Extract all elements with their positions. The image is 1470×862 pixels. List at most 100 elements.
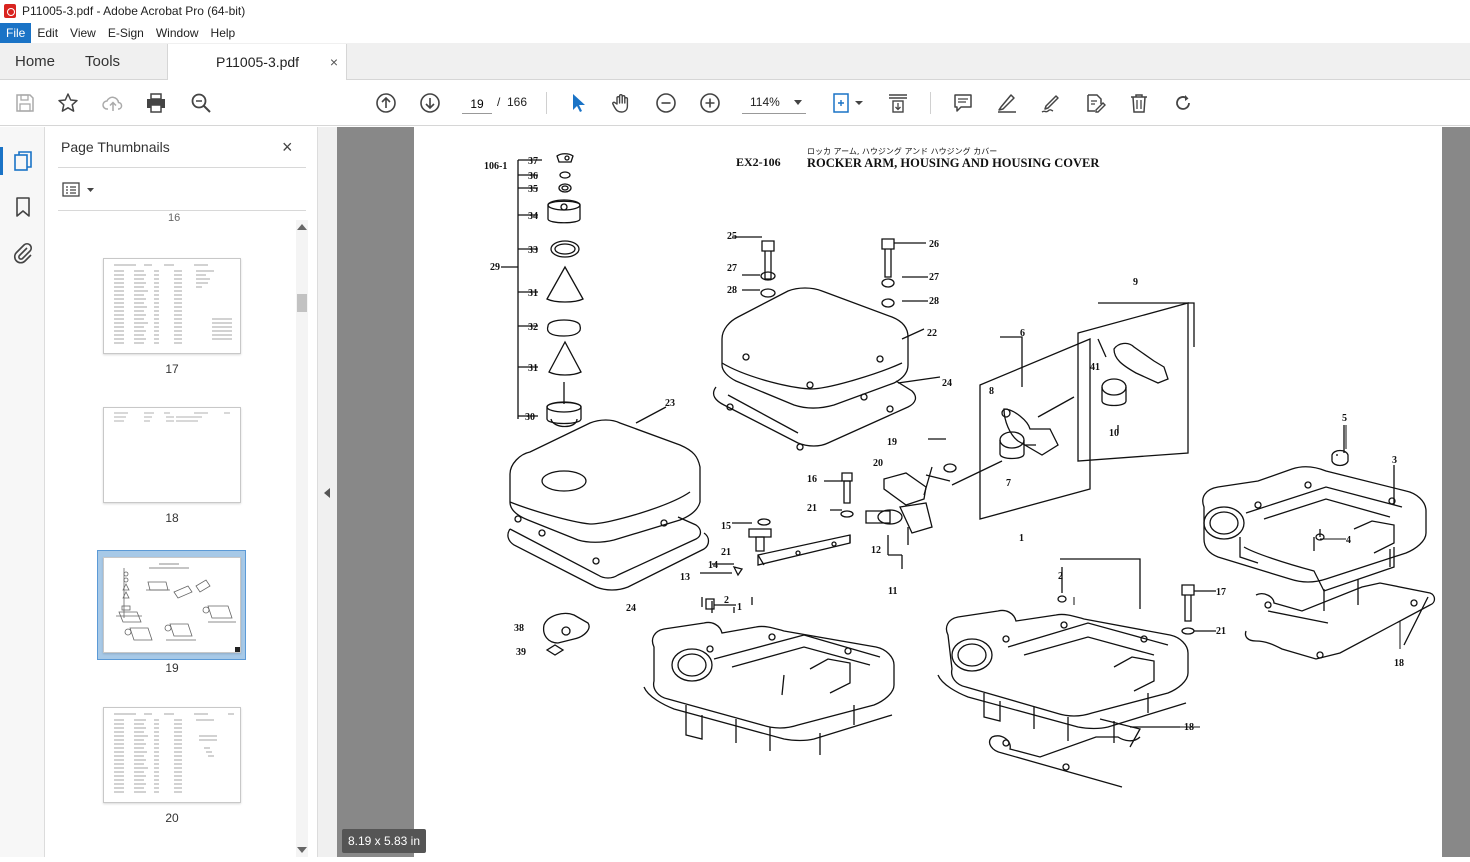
thumbnail-options-button[interactable] — [62, 181, 98, 199]
part-number: 25 — [727, 231, 737, 242]
menu-esign[interactable]: E-Sign — [107, 25, 144, 40]
page-thumbnails-panel: Page Thumbnails × 16 — [46, 127, 318, 857]
print-icon[interactable] — [144, 91, 168, 115]
edit-pdf-icon[interactable] — [1083, 91, 1107, 115]
highlight-pen-icon[interactable] — [995, 91, 1019, 115]
menu-bar: File Edit View E-Sign Window Help — [0, 22, 1470, 43]
part-number: 29 — [490, 262, 500, 273]
tab-close-icon[interactable]: × — [329, 54, 339, 70]
part-number: 10 — [1109, 428, 1119, 439]
zoom-level-value: 114% — [750, 95, 780, 109]
page-size-indicator: 8.19 x 5.83 in — [342, 829, 426, 853]
scrollbar-thumb[interactable] — [297, 294, 307, 312]
tab-document[interactable]: P11005-3.pdf × — [167, 44, 348, 80]
menu-view[interactable]: View — [70, 25, 96, 40]
comment-icon[interactable] — [951, 91, 975, 115]
panel-collapse-handle[interactable] — [318, 127, 337, 857]
part-number: 31 — [528, 288, 538, 299]
zoom-in-icon[interactable] — [698, 91, 722, 115]
part-number: 9 — [1133, 277, 1138, 288]
panel-divider — [58, 210, 306, 211]
part-number: 37 — [528, 156, 538, 167]
part-number: 28 — [929, 296, 939, 307]
panel-divider — [58, 167, 306, 168]
toolbar: / 166 114% — [0, 80, 1470, 126]
attachments-paperclip-icon[interactable] — [11, 241, 35, 265]
menu-edit[interactable]: Edit — [37, 25, 59, 40]
next-page-icon[interactable] — [418, 91, 442, 115]
part-number: 22 — [927, 328, 937, 339]
scroll-mode-icon[interactable] — [886, 91, 910, 115]
thumbnail-page-20[interactable] — [103, 707, 241, 803]
thumbnail-page-18[interactable] — [103, 407, 241, 503]
diagram-code: EX2-106 — [736, 155, 781, 169]
page-thumbnails-icon[interactable] — [0, 147, 35, 175]
part-number: 20 — [873, 458, 883, 469]
part-number: 39 — [516, 647, 526, 658]
panel-close-icon[interactable]: × — [282, 137, 293, 157]
part-number: 3 — [1392, 455, 1397, 466]
save-icon[interactable] — [13, 91, 37, 115]
part-number: 8 — [989, 386, 994, 397]
select-cursor-icon[interactable] — [566, 91, 590, 115]
delete-trash-icon[interactable] — [1127, 91, 1151, 115]
part-number: 15 — [721, 521, 731, 532]
part-number: 23 — [665, 398, 675, 409]
hand-tool-icon[interactable] — [610, 91, 634, 115]
part-number: 21 — [807, 503, 817, 514]
part-number: 13 — [680, 572, 690, 583]
fit-page-icon[interactable] — [830, 91, 866, 115]
menu-help[interactable]: Help — [210, 25, 236, 40]
page-separator: / — [497, 95, 501, 109]
thumbnail-label: 19 — [165, 661, 179, 675]
part-number: 32 — [528, 322, 538, 333]
part-number: 11 — [888, 586, 897, 597]
thumbnail-page-19[interactable] — [103, 557, 241, 653]
document-viewport[interactable]: ロッカ アーム, ハウジング アンド ハウジング カバー EX2-106 ROC… — [337, 127, 1470, 857]
zoom-level-dropdown[interactable]: 114% — [742, 90, 806, 114]
tab-tools[interactable]: Tools — [85, 52, 121, 70]
diagram-title: ROCKER ARM, HOUSING AND HOUSING COVER — [807, 156, 1100, 170]
bookmarks-icon[interactable] — [11, 195, 35, 219]
title-bar: P11005-3.pdf - Adobe Acrobat Pro (64-bit… — [0, 0, 1470, 22]
window-title: P11005-3.pdf - Adobe Acrobat Pro (64-bit… — [22, 4, 246, 18]
part-number: 19 — [887, 437, 897, 448]
menu-file[interactable]: File — [0, 22, 32, 43]
part-number: 27 — [929, 272, 939, 283]
chevron-down-icon — [794, 100, 802, 105]
thumbnail-label: 17 — [165, 362, 179, 376]
thumbnail-scrollbar[interactable] — [296, 220, 308, 857]
zoom-out-icon[interactable] — [654, 91, 678, 115]
thumbnail-label: 18 — [165, 511, 179, 525]
part-number: 14 — [708, 560, 718, 571]
part-number: 18 — [1184, 722, 1194, 733]
part-number: 5 — [1342, 413, 1347, 424]
rotate-icon[interactable] — [1171, 91, 1195, 115]
bookmark-star-icon[interactable] — [56, 91, 80, 115]
zoom-search-icon[interactable] — [189, 91, 213, 115]
part-number: 21 — [1216, 626, 1226, 637]
part-number: 4 — [1346, 535, 1351, 546]
previous-page-icon[interactable] — [374, 91, 398, 115]
part-number: 18 — [1394, 658, 1404, 669]
upload-cloud-icon[interactable] — [101, 91, 125, 115]
page-number-input[interactable] — [462, 90, 492, 114]
part-number: 35 — [528, 184, 538, 195]
part-number: 31 — [528, 363, 538, 374]
toolbar-divider — [930, 92, 931, 114]
thumbnail-page-17[interactable] — [103, 258, 241, 354]
part-number: 12 — [871, 545, 881, 556]
thumbnail-label-partial: 16 — [168, 212, 181, 222]
fill-sign-icon[interactable] — [1039, 91, 1063, 115]
part-number: 21 — [721, 547, 731, 558]
part-number: 2 — [724, 595, 729, 606]
scroll-down-icon[interactable] — [297, 847, 307, 853]
part-number: 24 — [626, 603, 636, 614]
part-number: 1 — [1019, 533, 1024, 544]
tab-home[interactable]: Home — [15, 52, 56, 70]
menu-window[interactable]: Window — [155, 25, 199, 40]
part-number: 34 — [528, 211, 538, 222]
scroll-up-icon[interactable] — [297, 224, 307, 230]
group-label: 106-1 — [484, 161, 507, 172]
page-total: 166 — [507, 95, 528, 109]
